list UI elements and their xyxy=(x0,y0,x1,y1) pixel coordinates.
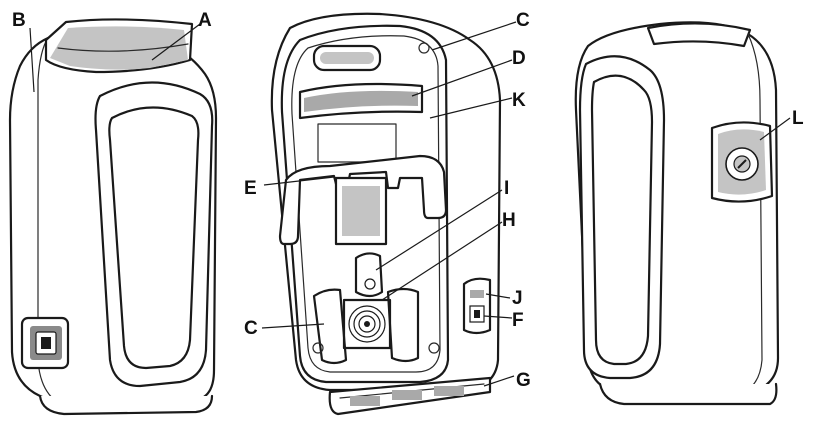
callout-c-top: C xyxy=(516,10,530,31)
key-switch-module xyxy=(22,318,68,368)
callout-i: I xyxy=(504,178,509,199)
callout-j: J xyxy=(512,288,523,309)
front-view xyxy=(10,19,216,414)
callout-c-bottom: C xyxy=(244,318,258,339)
key-lock xyxy=(712,122,772,201)
callout-g: G xyxy=(516,370,531,391)
side-view xyxy=(576,22,778,404)
back-view xyxy=(272,14,500,414)
callout-h: H xyxy=(502,210,516,231)
callout-l: L xyxy=(792,108,804,129)
callout-b: B xyxy=(12,10,26,31)
front-base xyxy=(40,396,212,414)
side-connector xyxy=(464,279,490,333)
callout-a: A xyxy=(198,10,212,31)
callout-d: D xyxy=(512,48,526,69)
callout-k: K xyxy=(512,90,526,111)
callout-e: E xyxy=(244,178,257,199)
callout-f: F xyxy=(512,310,524,331)
